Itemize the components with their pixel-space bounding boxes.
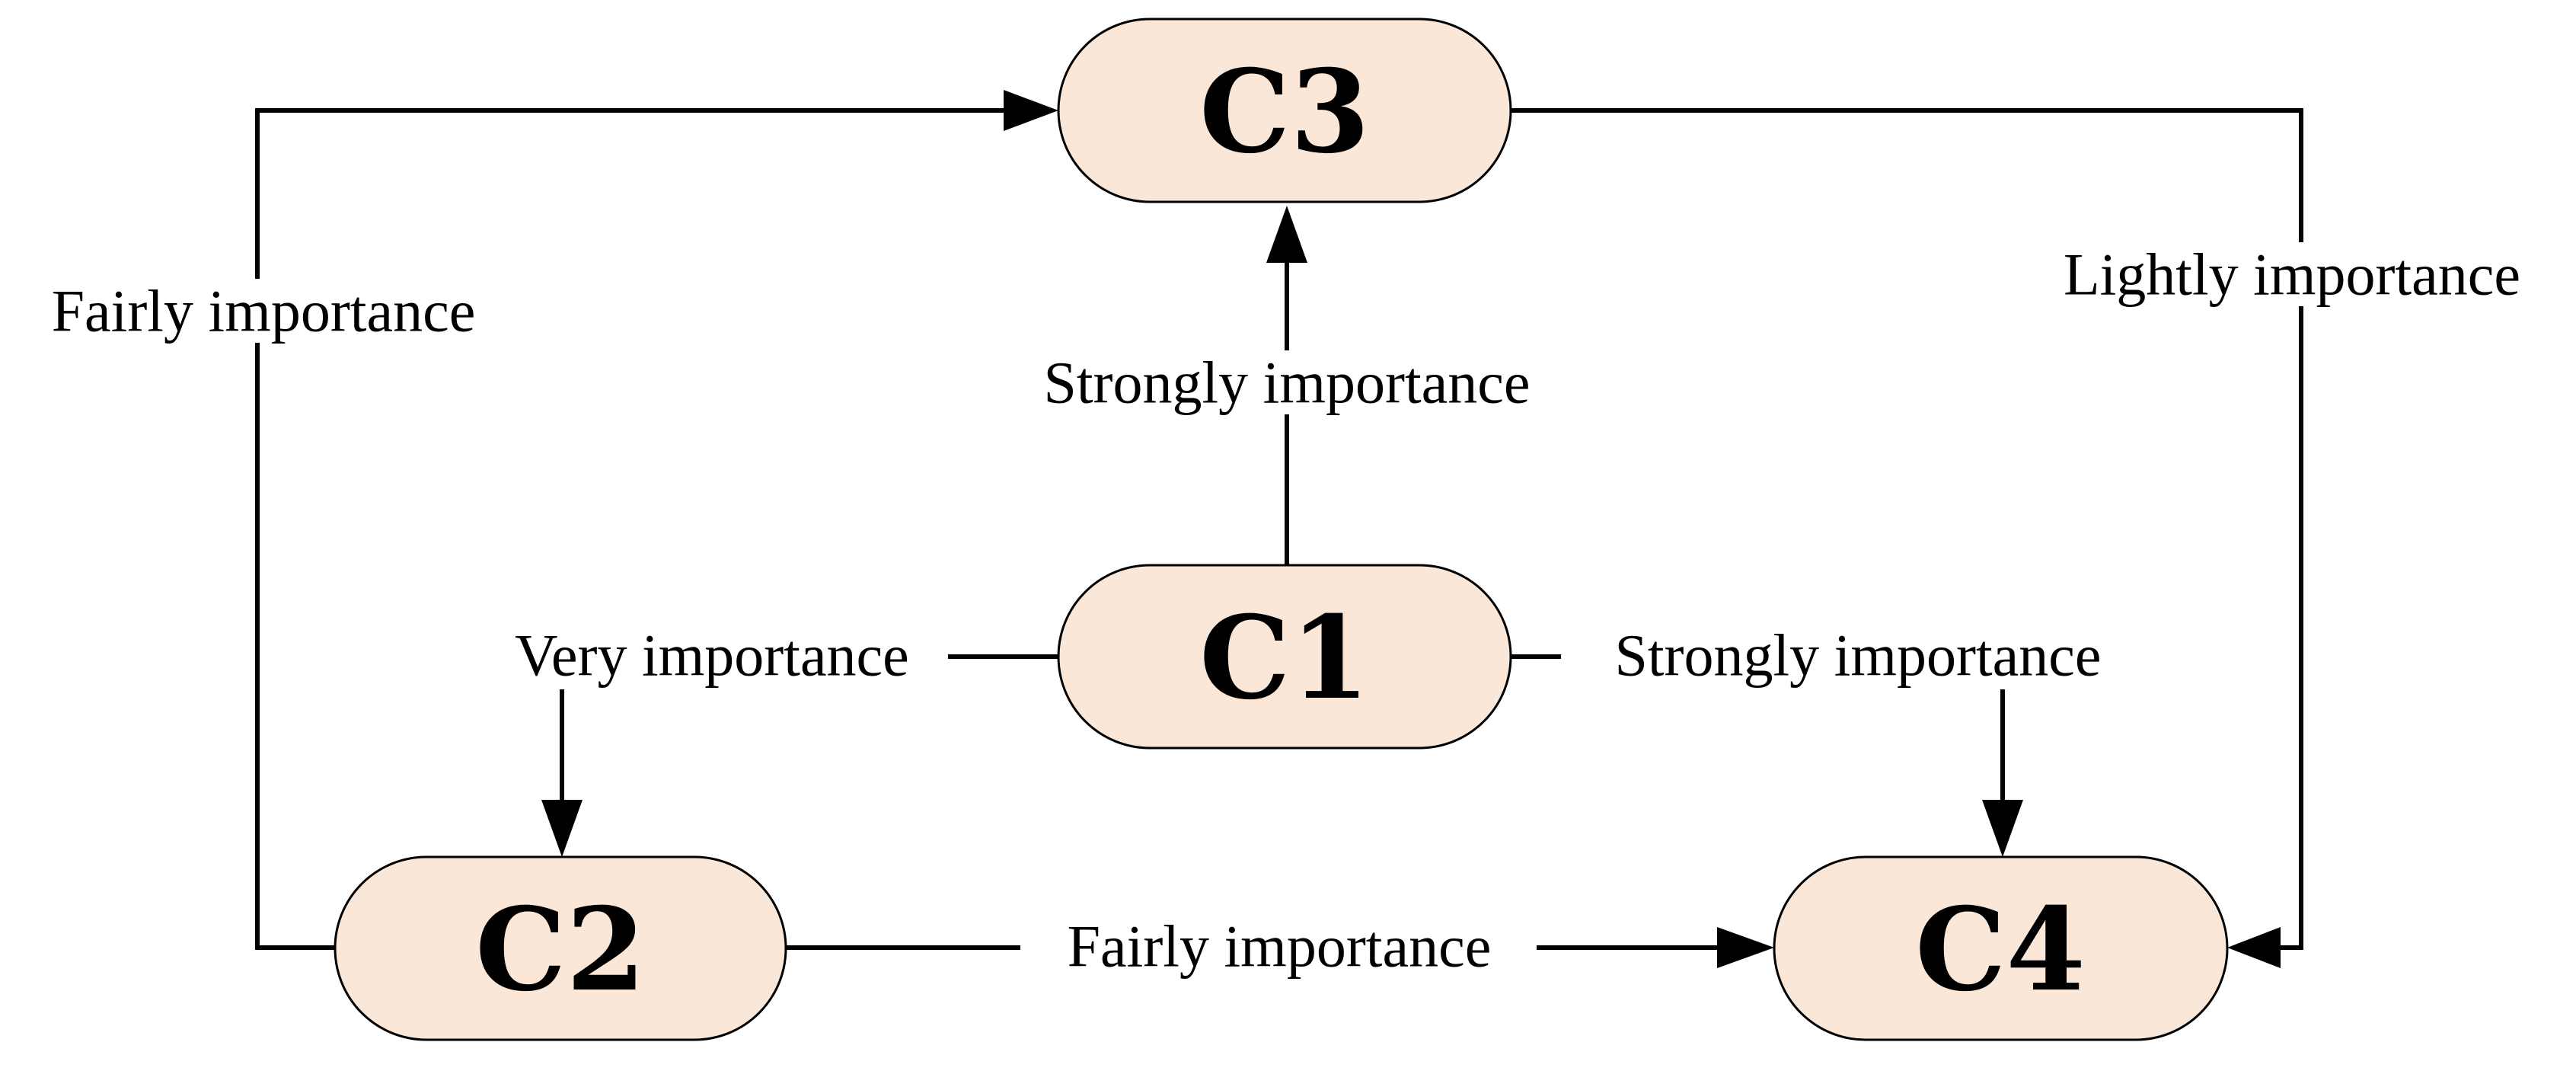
node-c1-label: C1	[1199, 591, 1370, 725]
edge-c3-to-c4: Lightly importance	[1511, 108, 2566, 968]
node-c3: C3	[1057, 18, 1512, 203]
edge-label-c1-c4: Strongly importance	[1614, 622, 2101, 689]
node-c3-shape	[1057, 18, 1512, 203]
edge-label-bg	[9, 279, 518, 343]
node-c2-label: C2	[475, 883, 646, 1017]
edge-line	[255, 108, 1009, 950]
node-c1: C1	[1057, 564, 1512, 750]
edge-c1-to-c4: Strongly importance	[1511, 622, 2102, 857]
arrowhead-c2-top	[541, 800, 583, 857]
node-c2-shape	[334, 855, 787, 1041]
edge-line	[1511, 108, 2303, 950]
arrowhead-c4-left	[1717, 927, 1774, 968]
node-c3-label: C3	[1199, 45, 1370, 179]
edge-label-c1-c3: Strongly importance	[1043, 350, 1530, 416]
node-c2: C2	[334, 855, 787, 1041]
edge-label-c2-c3: Fairly importance	[52, 278, 476, 344]
arrowhead-c3-bottom	[1266, 206, 1307, 263]
edge-label-c1-c2: Very importance	[515, 622, 909, 689]
edge-c1-to-c2: Very importance	[515, 622, 1058, 857]
arrowhead-c4-right	[2227, 927, 2281, 968]
edge-c2-to-c3: Fairly importance	[9, 90, 1058, 950]
node-c4-label: C4	[1915, 883, 2086, 1017]
node-c4: C4	[1773, 855, 2229, 1041]
edge-label-c3-c4: Lightly importance	[2064, 241, 2520, 308]
edge-c1-to-c3: Strongly importance	[994, 206, 1580, 565]
edge-label-c2-c4: Fairly importance	[1068, 913, 1492, 980]
edge-label-bg	[994, 350, 1580, 414]
edge-label-bg	[2018, 242, 2566, 306]
edge-c2-to-c4: Fairly importance	[786, 913, 1774, 980]
node-c4-shape	[1773, 855, 2229, 1041]
arrowhead-c4-top	[1982, 800, 2023, 857]
node-c1-shape	[1057, 564, 1512, 750]
arrowhead-c3-left	[1004, 90, 1058, 131]
